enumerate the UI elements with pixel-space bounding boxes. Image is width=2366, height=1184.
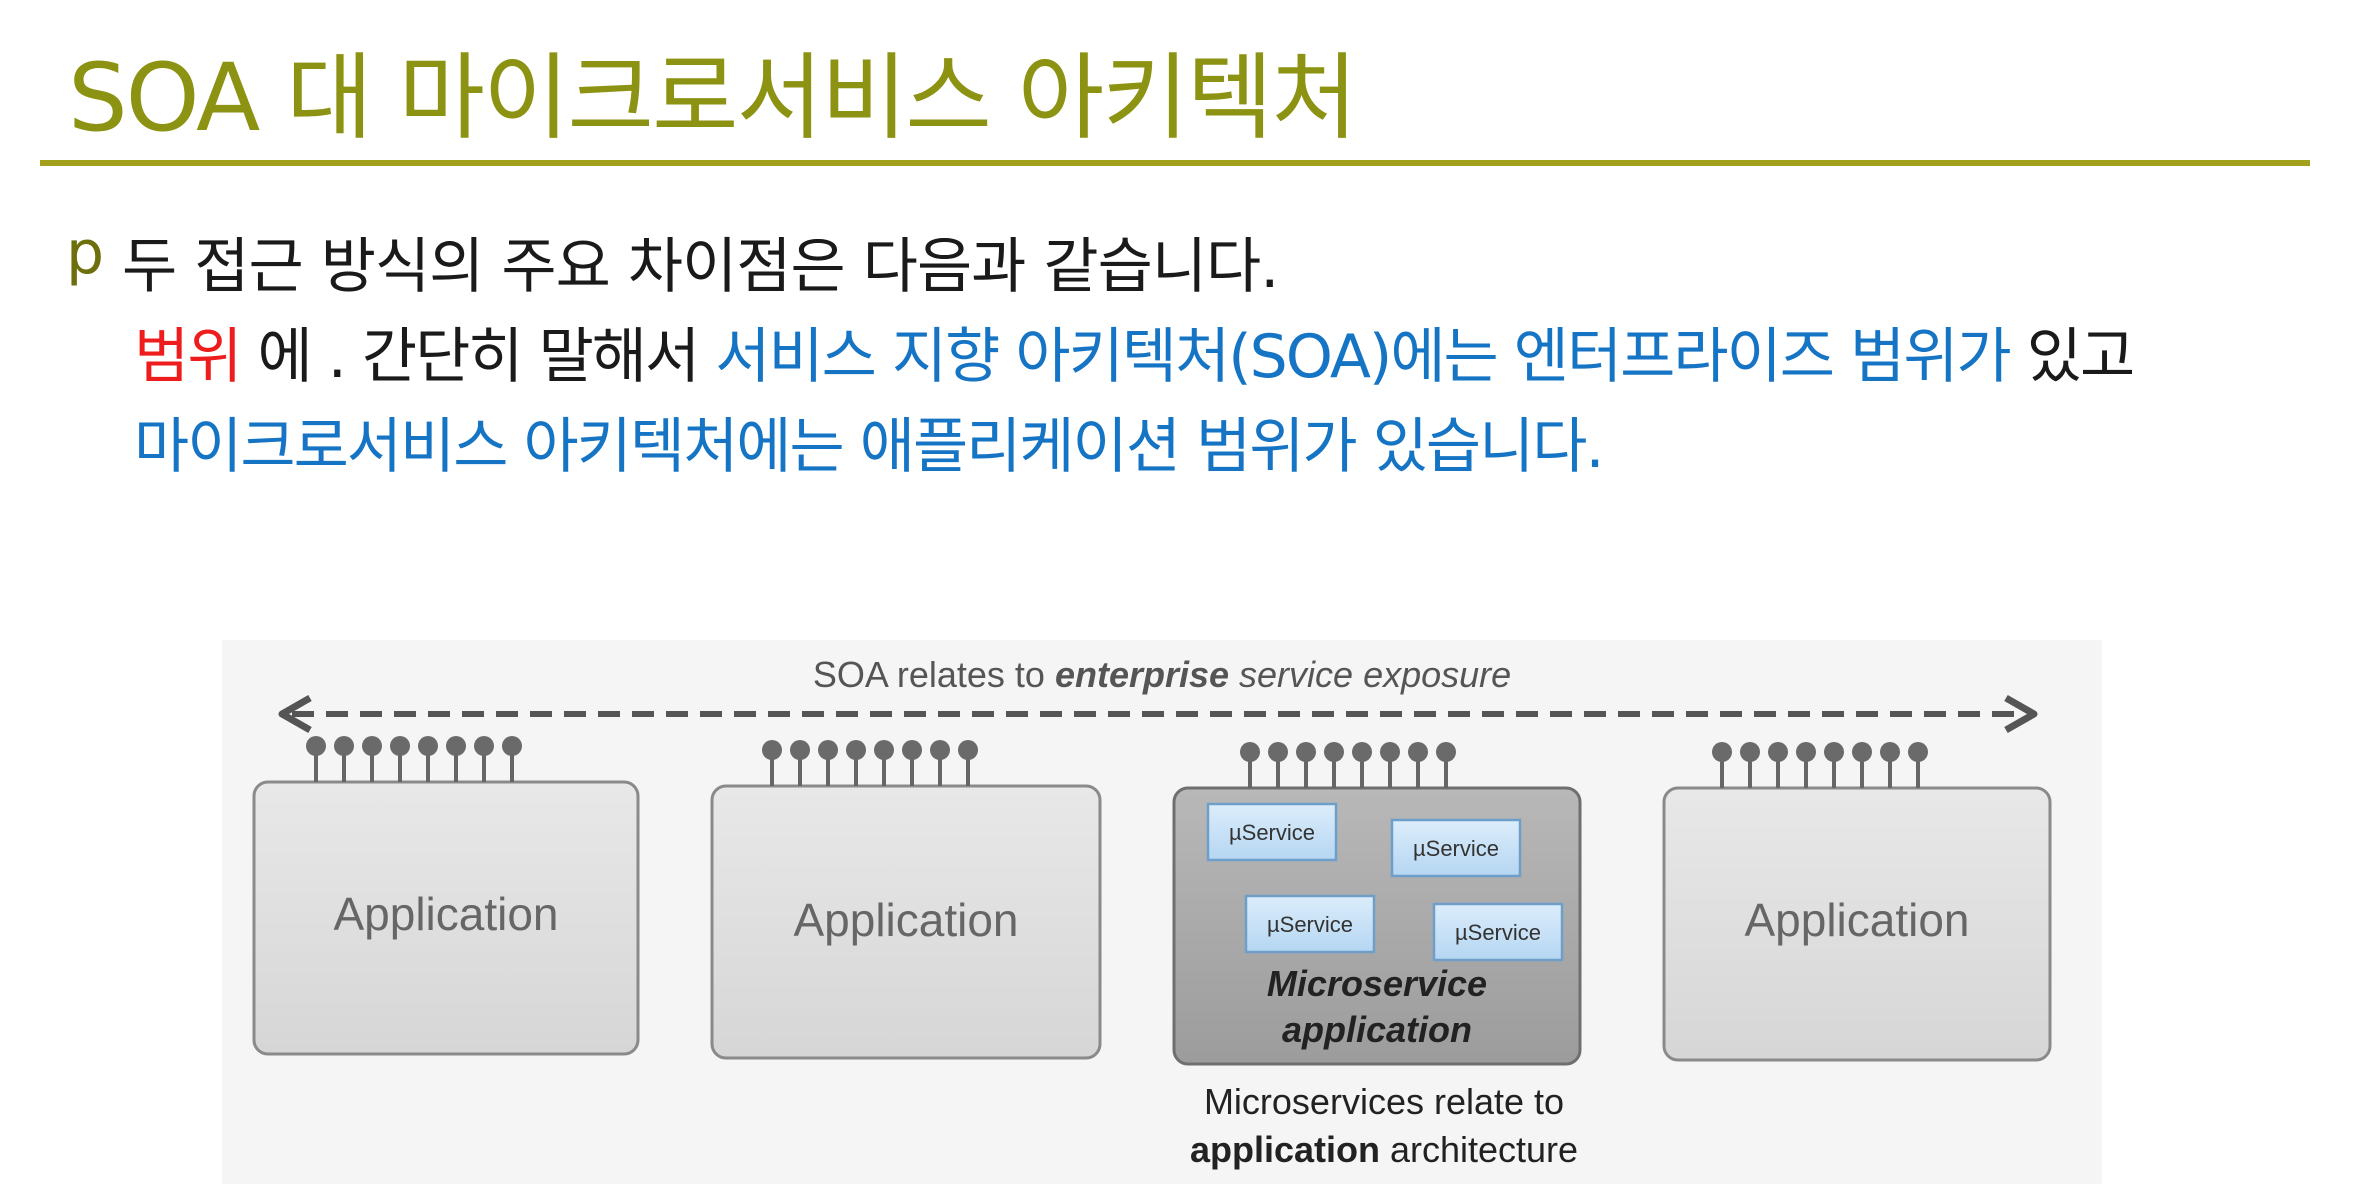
pin-head (762, 740, 782, 760)
pin-head (1712, 742, 1732, 762)
pin-head (958, 740, 978, 760)
pin-head (1852, 742, 1872, 762)
pin-head (334, 736, 354, 756)
soa-scope-text: 서비스 지향 아키텍처(SOA)에는 엔터프라이즈 범위가 (715, 322, 2011, 392)
application-box-2 (710, 784, 1102, 1060)
pin-head (502, 736, 522, 756)
pin-head (1324, 742, 1344, 762)
microservice-app-label-line1: Microservice (1267, 963, 1487, 1004)
pin-head (790, 740, 810, 760)
body-line-3: 마이크로서비스 아키텍처에는 애플리케이션 범위가 있습니다. (134, 398, 1605, 485)
uservice-label-3: µService (1267, 912, 1353, 937)
enterprise-arrow-right-head (2004, 694, 2038, 734)
pin-head (902, 740, 922, 760)
pin-head (1880, 742, 1900, 762)
microservice-app-label-line2: application (1282, 1009, 1472, 1050)
title-rule (40, 160, 2310, 166)
pin-head (874, 740, 894, 760)
pin-head (418, 736, 438, 756)
pin-head (1796, 742, 1816, 762)
body-text-end: 있고 (2009, 322, 2135, 392)
uservice-box-2 (1390, 818, 1522, 878)
pin-head (306, 736, 326, 756)
slide-title: SOA 대 마이크로서비스 아키텍처 (68, 44, 1358, 153)
enterprise-arrow-left-head (278, 694, 312, 734)
scope-keyword: 범위 (134, 322, 242, 392)
uservice-box-3 (1244, 894, 1376, 954)
pin-head (818, 740, 838, 760)
pin-head (1408, 742, 1428, 762)
pin-head (1768, 742, 1788, 762)
uservice-box-1 (1206, 802, 1338, 862)
pin-head (846, 740, 866, 760)
uservice-label-1: µService (1229, 820, 1315, 845)
application-box-1 (252, 780, 640, 1056)
uservice-box-4 (1432, 902, 1564, 962)
pin-head (1908, 742, 1928, 762)
application-box-4 (1662, 786, 2052, 1062)
pin-head (1380, 742, 1400, 762)
pin-head (1240, 742, 1260, 762)
uservice-label-4: µService (1455, 920, 1541, 945)
application-label-4: Application (1744, 894, 1969, 946)
footer-caption-line2: application architecture (1190, 1129, 1578, 1170)
diagram-header: SOA relates to enterprise service exposu… (813, 654, 1511, 695)
bullet-marker: p (66, 218, 105, 288)
application-label-1: Application (333, 888, 558, 940)
pin-head (362, 736, 382, 756)
bullet-text: 두 접근 방식의 주요 차이점은 다음과 같습니다. (122, 232, 1279, 302)
pin-head (1740, 742, 1760, 762)
pin-head (1296, 742, 1316, 762)
pin-head (474, 736, 494, 756)
microservice-scope-text: 마이크로서비스 아키텍처에는 애플리케이션 범위가 있습니다. (134, 412, 1605, 482)
body-text: 에 . 간단히 말해서 (240, 322, 716, 392)
pin-head (446, 736, 466, 756)
pin-head (1436, 742, 1456, 762)
pin-head (390, 736, 410, 756)
application-label-2: Application (793, 894, 1018, 946)
service-exposure-pins (306, 736, 1928, 788)
pin-head (1824, 742, 1844, 762)
uservice-label-2: µService (1413, 836, 1499, 861)
pin-head (930, 740, 950, 760)
pin-head (1352, 742, 1372, 762)
body-line-2: 범위 에 . 간단히 말해서 서비스 지향 아키텍처(SOA)에는 엔터프라이즈… (134, 308, 2135, 395)
pin-head (1268, 742, 1288, 762)
footer-caption-line1: Microservices relate to (1204, 1081, 1564, 1122)
